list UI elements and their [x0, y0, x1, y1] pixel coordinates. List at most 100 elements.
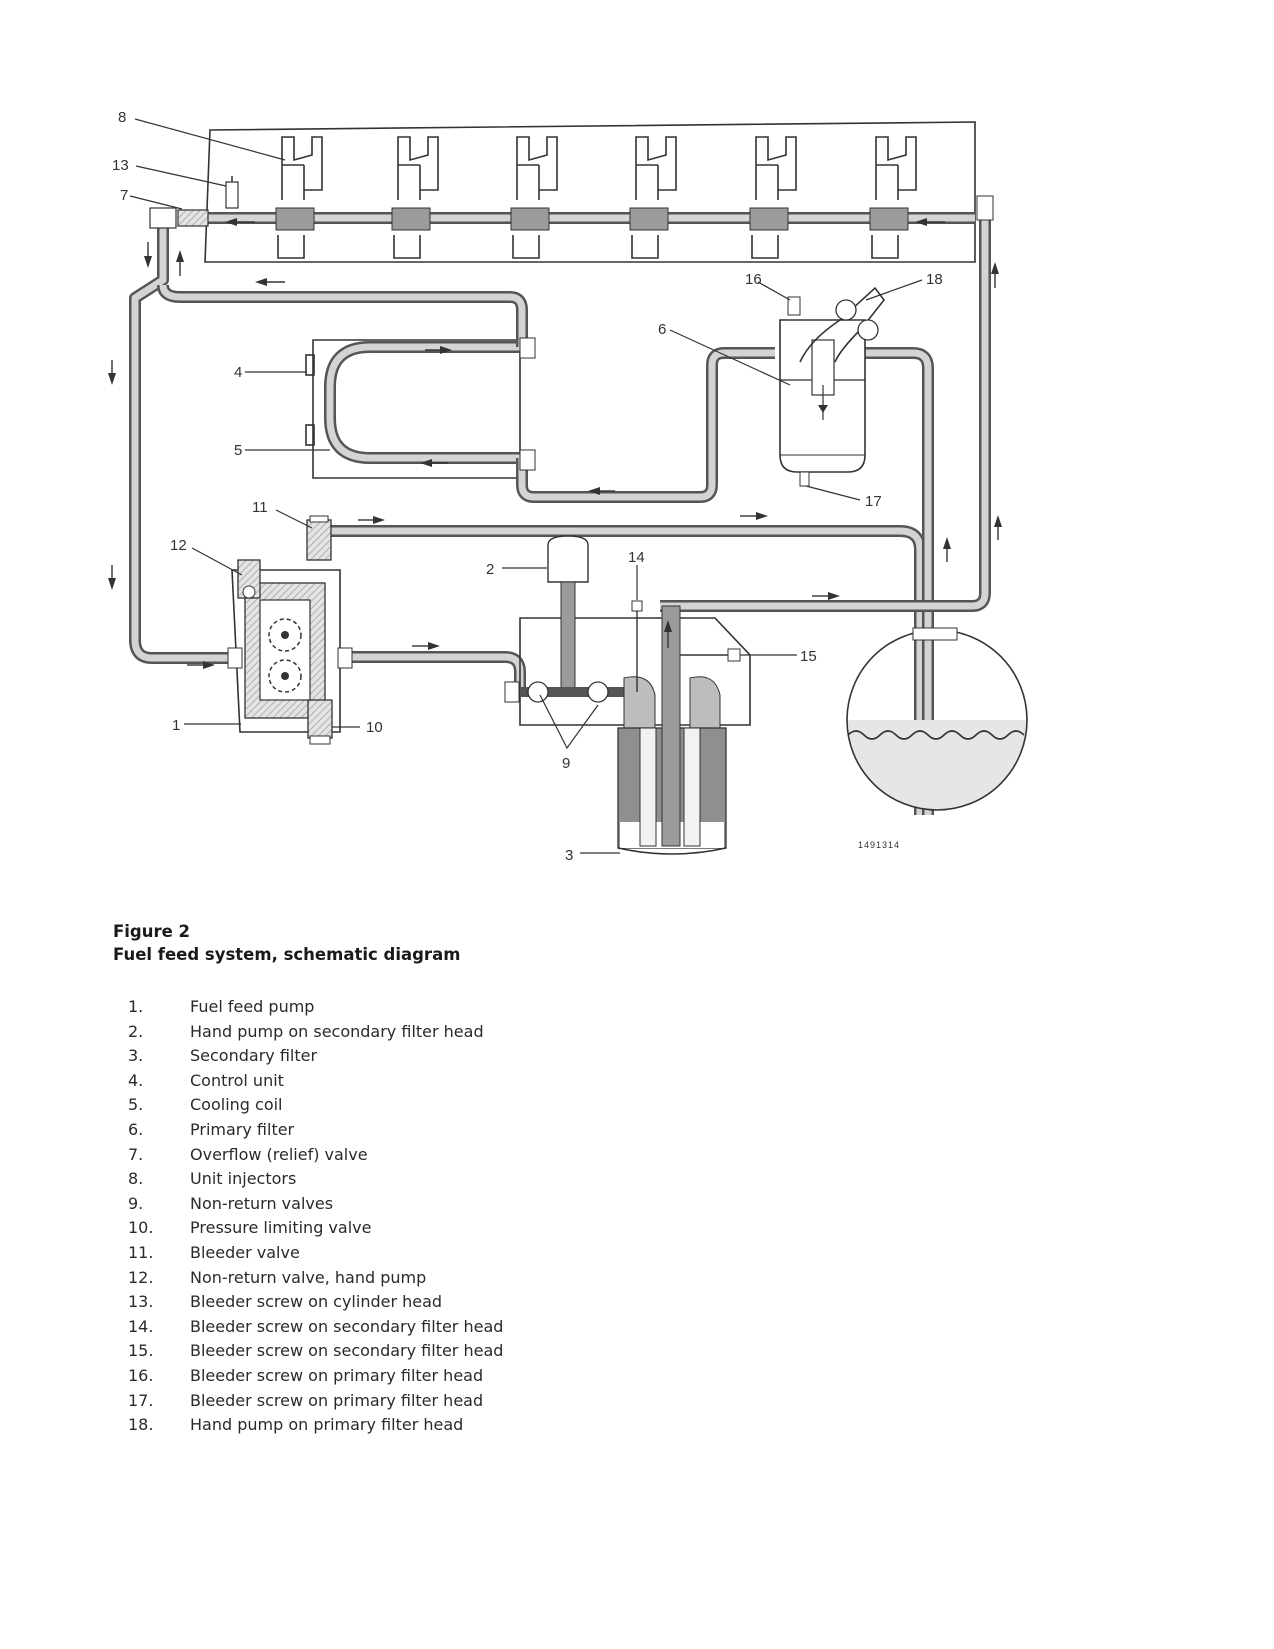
callout-4: 4: [234, 364, 242, 381]
legend-item: 6. Primary filter: [128, 1118, 503, 1143]
non-return-valve-hand-pump: [237, 559, 261, 599]
legend-text: Bleeder screw on cylinder head: [190, 1292, 443, 1312]
legend-item: 8. Unit injectors: [128, 1167, 503, 1192]
cooling-coil: [324, 341, 520, 464]
pressure-limiting-valve: [307, 699, 333, 745]
legend-number: 6.: [128, 1119, 144, 1139]
callout-16: 16: [745, 271, 762, 288]
legend-item: 14. Bleeder screw on secondary filter hea…: [128, 1315, 503, 1340]
legend-text: Secondary filter: [190, 1046, 318, 1066]
secondary-filter-head: [504, 617, 751, 726]
legend-number: 15.: [128, 1341, 154, 1361]
legend-text: Bleeder screw on primary filter head: [190, 1390, 484, 1410]
legend-item: 5. Cooling coil: [128, 1093, 503, 1118]
legend-number: 17.: [128, 1390, 154, 1410]
legend-number: 18.: [128, 1415, 154, 1435]
cylinder-head: [204, 121, 976, 263]
overflow-valve: [149, 207, 209, 229]
legend-item: 9. Non-return valves: [128, 1192, 503, 1217]
fuel-system-diagram: 1 2 3 4 5 6 7 8 9 10 11 12 13 14 15 16 1…: [108, 109, 1028, 864]
legend-number: 5.: [128, 1095, 144, 1115]
legend-number: 7.: [128, 1144, 144, 1164]
legend-item: 13. Bleeder screw on cylinder head: [128, 1290, 503, 1315]
legend-item: 3. Secondary filter: [128, 1044, 503, 1069]
legend-number: 11.: [128, 1242, 154, 1262]
legend-number: 16.: [128, 1365, 154, 1385]
legend-number: 2.: [128, 1021, 144, 1041]
legend-item: 16. Bleeder screw on primary filter head: [128, 1364, 503, 1389]
legend-item: 1. Fuel feed pump: [128, 995, 503, 1020]
legend-text: Overflow (relief) valve: [190, 1144, 368, 1164]
callout-7: 7: [120, 187, 128, 204]
legend-number: 3.: [128, 1046, 144, 1066]
gallery-couplings: [275, 195, 994, 471]
legend-number: 13.: [128, 1292, 154, 1312]
legend-text: Bleeder screw on secondary filter head: [190, 1341, 504, 1361]
legend-item: 11. Bleeder valve: [128, 1241, 503, 1266]
primary-filter: [779, 286, 886, 487]
figure-title: Fuel feed system, schematic diagram: [113, 945, 461, 964]
legend-item: 10. Pressure limiting valve: [128, 1216, 503, 1241]
fuel-pipes: [129, 200, 991, 815]
callout-15: 15: [800, 648, 817, 665]
legend-text: Fuel feed pump: [190, 997, 315, 1016]
legend-number: 14.: [128, 1316, 154, 1336]
hand-pump-secondary: [547, 535, 589, 693]
legend-item: 17. Bleeder screw on primary filter head: [128, 1389, 503, 1414]
legend-text: Bleeder valve: [190, 1242, 300, 1262]
callout-13: 13: [112, 157, 129, 174]
callout-10: 10: [366, 719, 383, 736]
callout-17: 17: [865, 493, 882, 510]
legend-item: 15. Bleeder screw on secondary filter hea…: [128, 1339, 503, 1364]
legend-text: Pressure limiting valve: [190, 1218, 372, 1238]
callout-8: 8: [118, 109, 126, 126]
legend-text: Control unit: [190, 1070, 284, 1090]
legend-item: 12. Non-return valve, hand pump: [128, 1266, 503, 1291]
callout-11: 11: [252, 499, 268, 516]
legend-text: Non-return valves: [190, 1193, 334, 1213]
legend-number: 10.: [128, 1218, 154, 1238]
fuel-feed-pump: [227, 569, 353, 733]
legend-item: 7. Overflow (relief) valve: [128, 1143, 503, 1168]
legend-number: 4.: [128, 1070, 144, 1090]
legend-item: 2. Hand pump on secondary filter head: [128, 1020, 503, 1045]
legend-text: Primary filter: [190, 1119, 295, 1139]
legend-text: Unit injectors: [190, 1169, 297, 1189]
callouts: 1 2 3 4 5 6 7 8 9 10 11 12 13 14 15 16 1…: [112, 109, 943, 864]
callout-14: 14: [628, 549, 645, 566]
callout-12: 12: [170, 537, 187, 554]
non-return-valves: [520, 676, 721, 729]
legend-text: Non-return valve, hand pump: [190, 1267, 427, 1287]
bleeder-screw-secondary-top: [631, 600, 643, 692]
legend-text: Hand pump on primary filter head: [190, 1415, 464, 1435]
legend-number: 8.: [128, 1169, 144, 1189]
legend-number: 1.: [128, 997, 144, 1016]
legend-text: Bleeder screw on secondary filter head: [190, 1316, 504, 1336]
unit-injectors: [277, 136, 917, 259]
leader-lines: [129, 118, 923, 854]
legend-item: 4. Control unit: [128, 1069, 503, 1094]
legend-text: Bleeder screw on primary filter head: [190, 1365, 484, 1385]
callout-1: 1: [172, 717, 180, 734]
secondary-filter: [617, 605, 727, 855]
bleeder-valve: [306, 515, 332, 561]
drawing-code: 1491314: [858, 840, 900, 850]
legend-number: 9.: [128, 1193, 144, 1213]
callout-6: 6: [658, 321, 666, 338]
legend-number: 12.: [128, 1267, 154, 1287]
callout-5: 5: [234, 442, 242, 459]
callout-9: 9: [562, 755, 570, 772]
figure-caption: Figure 2 Fuel feed system, schematic dia…: [113, 920, 460, 966]
bleeder-screw-secondary-side: [680, 648, 741, 662]
callout-18: 18: [926, 271, 943, 288]
legend-list: 1. Fuel feed pump 2. Hand pump on secondar…: [128, 995, 503, 1438]
figure-label: Figure 2: [113, 922, 191, 941]
legend-item: 18. Hand pump on primary filter head: [128, 1413, 503, 1438]
bleeder-screw-cylinder-head: [225, 176, 239, 209]
callout-3: 3: [565, 847, 573, 864]
flow-arrows: [108, 218, 1002, 669]
legend-text: Hand pump on secondary filter head: [190, 1021, 484, 1041]
legend-text: Cooling coil: [190, 1095, 283, 1115]
callout-2: 2: [486, 561, 494, 578]
fuel-tank: [846, 627, 1028, 811]
